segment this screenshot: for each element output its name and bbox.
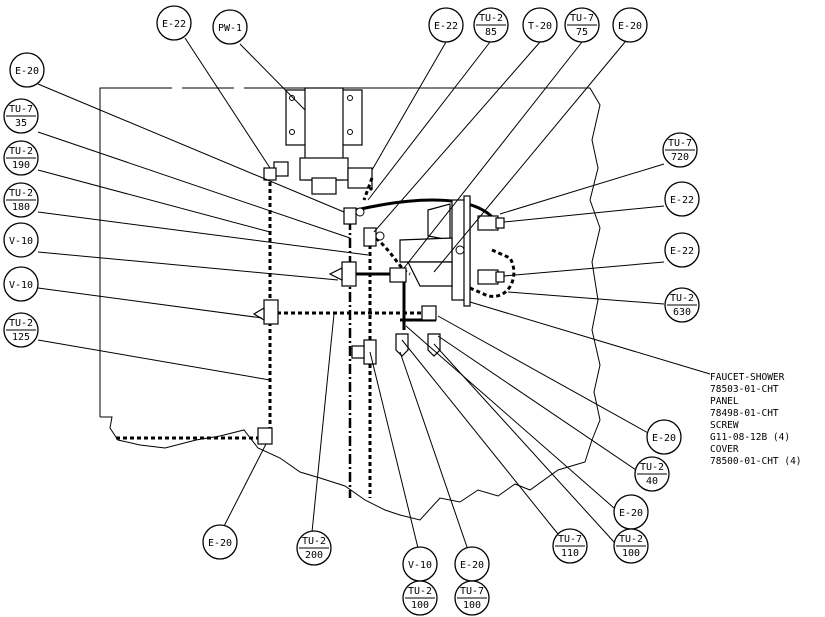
callout-bubble-e20-left: E-20 [9, 52, 45, 88]
parts-note-line: SCREW [710, 420, 739, 431]
callout-bubble-e20-lower-right: E-20 [613, 494, 649, 530]
callout-bubble-v10-upper: V-10 [3, 222, 39, 258]
callout-bubble-tu2-100-right: TU-2 100 [613, 528, 649, 564]
leader-lines [37, 37, 711, 551]
svg-text:TU-2: TU-2 [9, 188, 33, 199]
svg-text:PW-1: PW-1 [218, 23, 242, 34]
svg-text:TU-7: TU-7 [460, 586, 484, 597]
callout-bubble-tu2-190: TU-2 190 [3, 140, 39, 176]
svg-text:720: 720 [671, 152, 689, 163]
callout-bubble-tu2-100-bottom: TU-2 100 [402, 580, 438, 616]
svg-text:V-10: V-10 [9, 236, 33, 247]
callout-bubble-tu2-200: TU-2 200 [296, 530, 332, 566]
callout-bubble-tu2-40: TU-2 40 [634, 456, 670, 492]
svg-text:E-20: E-20 [652, 433, 676, 444]
callout-bubble-tu7-100: TU-7 100 [454, 580, 490, 616]
svg-text:630: 630 [673, 307, 691, 318]
svg-text:100: 100 [463, 600, 481, 611]
svg-text:E-22: E-22 [434, 21, 458, 32]
svg-text:V-10: V-10 [408, 560, 432, 571]
tubing [115, 175, 516, 498]
callout-bubble-e22-right-lower: E-22 [664, 232, 700, 268]
callout-bubble-tu7-35: TU-7 35 [3, 98, 39, 134]
callout-bubble-e22-right-upper: E-22 [664, 181, 700, 217]
callout-bubble-pw1: PW-1 [212, 9, 248, 45]
parts-note-line: PANEL [710, 396, 739, 407]
svg-text:TU-2: TU-2 [670, 293, 694, 304]
svg-text:75: 75 [576, 27, 588, 38]
svg-text:TU-2: TU-2 [619, 534, 643, 545]
svg-text:TU-7: TU-7 [9, 104, 33, 115]
svg-text:85: 85 [485, 27, 497, 38]
svg-text:TU-7: TU-7 [570, 13, 594, 24]
svg-text:TU-2: TU-2 [302, 536, 326, 547]
parts-note: FAUCET-SHOWER 78503-01-CHT PANEL 78498-0… [710, 372, 802, 467]
parts-note-line: FAUCET-SHOWER [710, 372, 785, 383]
callout-bubble-tu7-75: TU-7 75 [564, 7, 600, 43]
svg-text:TU-2: TU-2 [9, 146, 33, 157]
callout-bubble-v10-lower: V-10 [3, 266, 39, 302]
callout-bubble-e22-top-left: E-22 [156, 5, 192, 41]
callout-bubble-e20-right: E-20 [646, 419, 682, 455]
callout-bubble-e20-top-right: E-20 [612, 7, 648, 43]
callout-bubble-t20: T-20 [522, 7, 558, 43]
svg-text:40: 40 [646, 476, 658, 487]
svg-text:E-20: E-20 [619, 508, 643, 519]
svg-text:200: 200 [305, 550, 323, 561]
svg-text:TU-2: TU-2 [640, 462, 664, 473]
svg-text:125: 125 [12, 332, 30, 343]
svg-text:35: 35 [15, 118, 27, 129]
svg-text:TU-2: TU-2 [9, 318, 33, 329]
svg-text:E-20: E-20 [208, 538, 232, 549]
pump-unit [273, 87, 373, 195]
parts-note-line: 78500-01-CHT (4) [710, 456, 802, 467]
callout-bubble-tu2-630: TU-2 630 [664, 287, 700, 323]
callout-bubble-tu7-720: TU-7 720 [662, 132, 698, 168]
svg-text:E-20: E-20 [460, 560, 484, 571]
svg-text:TU-2: TU-2 [479, 13, 503, 24]
faucet-shower-assembly [399, 195, 505, 307]
parts-note-line: 78498-01-CHT [710, 408, 779, 419]
svg-text:TU-7: TU-7 [558, 534, 582, 545]
svg-text:100: 100 [411, 600, 429, 611]
parts-note-line: 78503-01-CHT [710, 384, 779, 395]
svg-text:190: 190 [12, 160, 30, 171]
svg-text:T-20: T-20 [528, 21, 552, 32]
svg-text:E-22: E-22 [162, 19, 186, 30]
svg-text:E-20: E-20 [15, 66, 39, 77]
svg-text:180: 180 [12, 202, 30, 213]
svg-text:E-22: E-22 [670, 195, 694, 206]
callout-bubble-e20-bottom: E-20 [454, 546, 490, 582]
callout-bubble-tu2-125: TU-2 125 [3, 312, 39, 348]
callout-bubble-tu2-85: TU-2 85 [473, 7, 509, 43]
svg-text:E-20: E-20 [618, 21, 642, 32]
callout-bubble-tu7-110: TU-7 110 [552, 528, 588, 564]
svg-text:TU-7: TU-7 [668, 138, 692, 149]
parts-note-line: COVER [710, 444, 739, 455]
callout-bubble-v10-bottom: V-10 [402, 546, 438, 582]
svg-text:100: 100 [622, 548, 640, 559]
svg-text:TU-2: TU-2 [408, 586, 432, 597]
svg-text:110: 110 [561, 548, 579, 559]
callout-bubble-e22-top: E-22 [428, 7, 464, 43]
svg-text:E-22: E-22 [670, 246, 694, 257]
parts-note-line: G11-08-12B (4) [710, 432, 790, 443]
svg-text:V-10: V-10 [9, 280, 33, 291]
callout-bubble-tu2-180: TU-2 180 [3, 182, 39, 218]
callout-bubble-e20-bottom-left: E-20 [202, 524, 238, 560]
fittings [252, 167, 441, 445]
